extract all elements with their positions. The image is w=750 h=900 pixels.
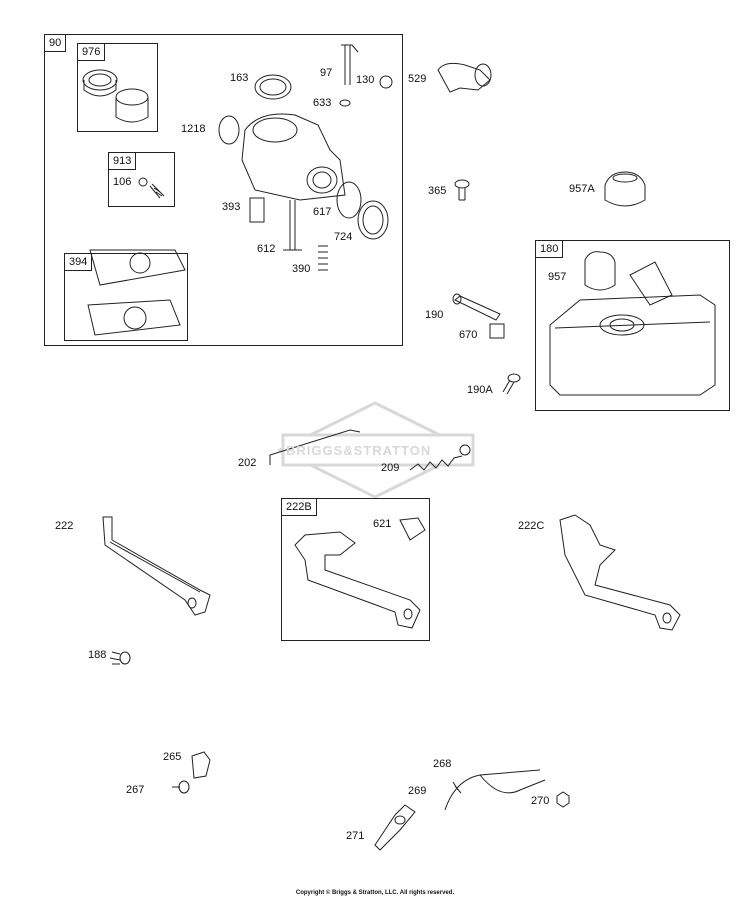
kit-label-90[interactable]: 90 [45,35,67,52]
carburetor-drawing [218,44,393,271]
kit-box-976: 976 [77,43,158,132]
part-633[interactable]: 633 [313,97,332,109]
lever-drawing [374,804,416,851]
part-163[interactable]: 163 [230,72,249,84]
screw-188-drawing [109,651,131,665]
part-97[interactable]: 97 [320,67,333,79]
link-rod-drawing [269,429,361,465]
part-265[interactable]: 265 [163,751,182,763]
part-270[interactable]: 270 [531,795,550,807]
kit-label-394[interactable]: 394 [65,254,93,271]
part-612[interactable]: 612 [257,243,276,255]
part-621[interactable]: 621 [373,518,392,530]
part-724[interactable]: 724 [334,231,353,243]
kit-label-180[interactable]: 180 [536,241,564,258]
gasket-set-drawing [87,249,186,336]
part-617[interactable]: 617 [313,206,332,218]
spring-drawing [409,444,471,471]
part-267[interactable]: 267 [126,784,145,796]
part-268[interactable]: 268 [433,758,452,770]
part-222c[interactable]: 222C [518,520,545,532]
elbow-drawing [437,62,492,93]
kit-box-90: 90 [44,34,403,346]
part-190a[interactable]: 190A [467,384,493,396]
nut-drawing [556,791,570,808]
part-130[interactable]: 130 [356,74,375,86]
copyright-notice: Copyright © Briggs & Stratton, LLC. All … [295,890,455,896]
kit-label-913[interactable]: 913 [109,153,137,170]
clamp-screw-drawing [172,751,211,794]
bracket-222b-drawing [294,517,426,629]
part-222[interactable]: 222 [55,520,74,532]
part-269[interactable]: 269 [408,785,427,797]
kit-box-222b: 222B [281,498,430,641]
watermark-text: BRIGGS&STRATTON [286,443,432,458]
watermark-logo [276,401,475,499]
control-cable-drawing [444,769,546,811]
kit-box-180: 180 [535,240,730,411]
part-209[interactable]: 209 [381,462,400,474]
fuel-cap-drawing [604,171,646,207]
part-202[interactable]: 202 [238,457,257,469]
part-670[interactable]: 670 [459,329,478,341]
kit-label-222b[interactable]: 222B [282,499,317,516]
kit-box-394: 394 [64,253,188,341]
bolt-spacer-drawing [452,293,521,395]
bracket-222c-drawing [559,514,681,631]
part-529[interactable]: 529 [408,73,427,85]
part-1218[interactable]: 1218 [181,123,206,135]
part-190[interactable]: 190 [425,309,444,321]
seal-sleeve-drawing [82,69,149,123]
screw-drawing [454,179,470,201]
part-271[interactable]: 271 [346,830,365,842]
part-390[interactable]: 390 [292,263,311,275]
part-957[interactable]: 957 [548,271,567,283]
bracket-drawing [102,516,211,616]
part-393[interactable]: 393 [222,201,241,213]
part-188[interactable]: 188 [88,649,107,661]
kit-label-976[interactable]: 976 [78,44,106,61]
needle-spring-drawing [138,177,165,199]
fuel-tank-drawing [549,251,716,396]
part-365[interactable]: 365 [428,185,447,197]
part-957a[interactable]: 957A [569,183,595,195]
kit-box-913: 913 [108,152,175,207]
part-106[interactable]: 106 [113,176,132,188]
